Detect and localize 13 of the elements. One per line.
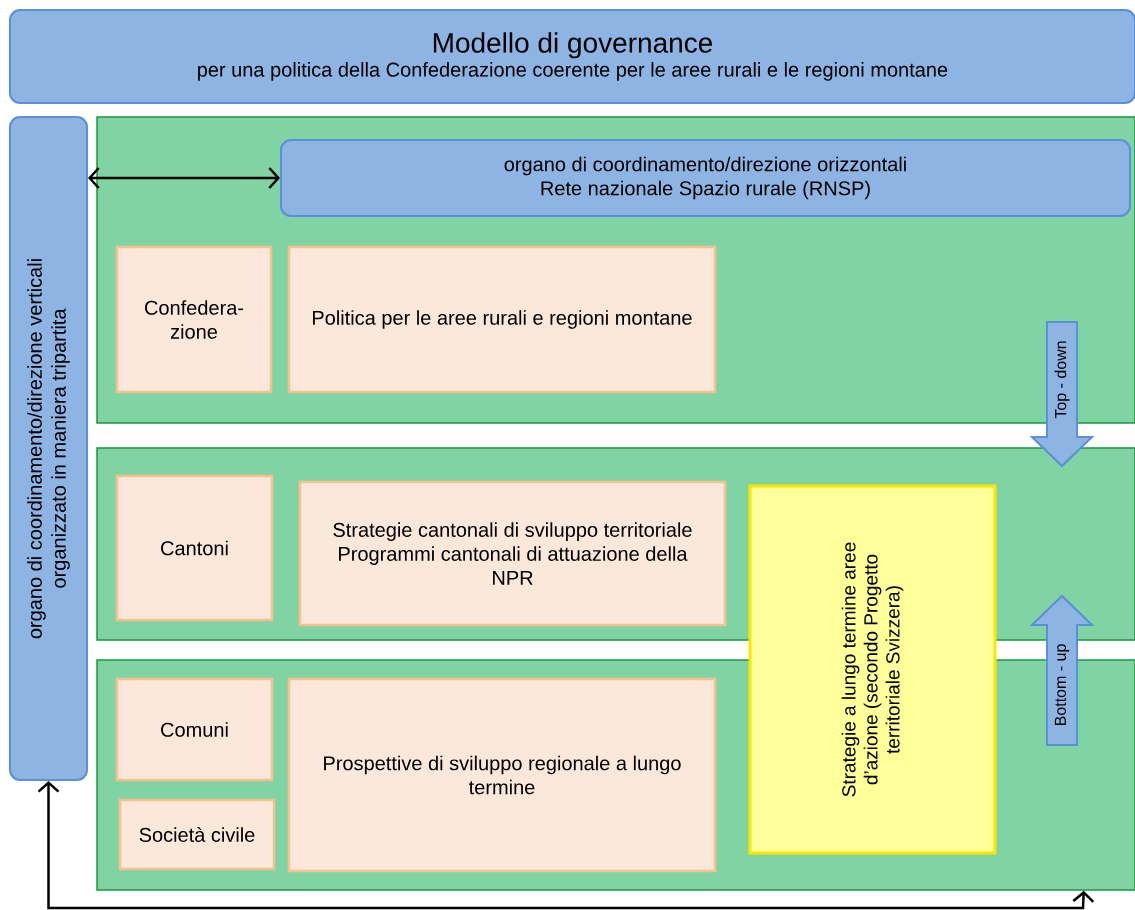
content-box: Strategie cantonali di sviluppo territoriale Programmi cantonali di attuazione della NPR [298, 480, 727, 627]
content-box: Politica per le aree rurali e regioni montane [287, 245, 717, 394]
strategy-box: Strategie a lungo termine aree d’azione (secondo Progetto territoriale Svizzera) [748, 484, 997, 855]
content-box: Confedera- zione [115, 245, 273, 394]
arrow [37, 781, 1095, 910]
content-box: Prospettive di sviluppo regionale a lungo termine [287, 677, 717, 873]
content-box: Comuni [115, 677, 274, 782]
coordination-box: organo di coordinamento/direzione orizzontali Rete nazionale Spazio rurale (RNSP) [280, 139, 1131, 217]
content-box: Società civile [118, 798, 276, 871]
content-box: Cantoni [115, 474, 274, 622]
arrow [88, 167, 280, 189]
title-box: Modello di governance per una politica della Confederazione coerente per le aree rurali e le regioni montane [9, 9, 1135, 104]
coordination-box: organo di coordinamento/direzione verticali organizzato in maniera tripartita [9, 116, 88, 781]
